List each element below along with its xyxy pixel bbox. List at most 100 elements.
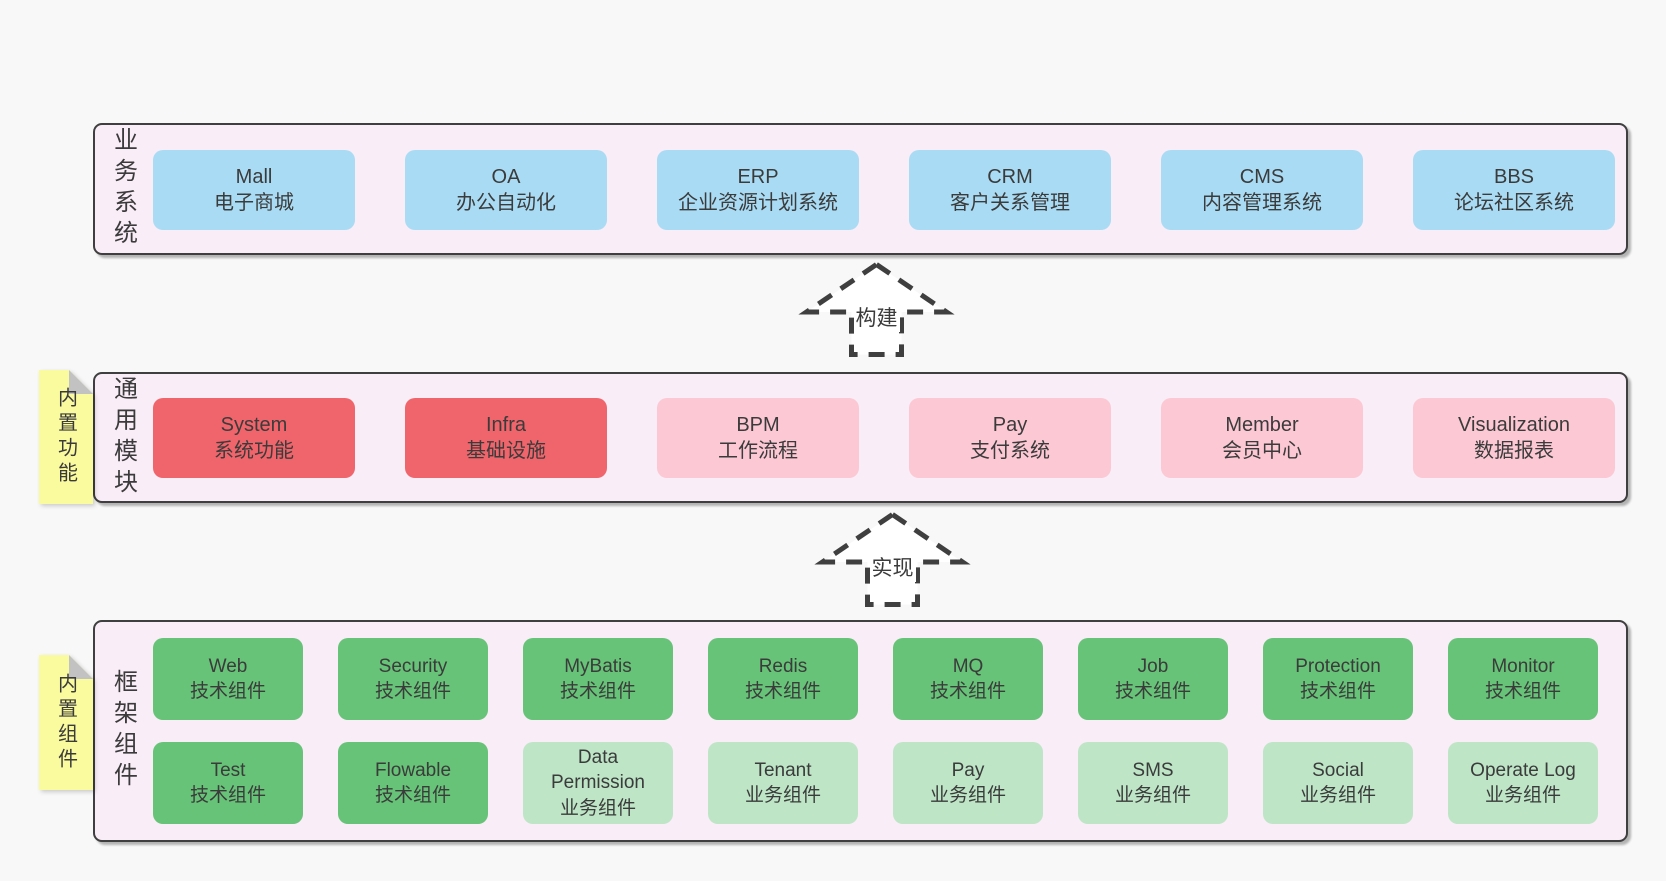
business-system-box-title: ERP: [737, 165, 779, 188]
framework-component-box-title: Social: [1312, 759, 1364, 781]
common-module-box-title: Member: [1225, 413, 1299, 436]
business-system-box-title: Mall: [235, 165, 273, 188]
framework-component-box-subtitle: 业务组件: [1484, 785, 1561, 806]
framework-component-box-subtitle: 业务组件: [744, 785, 821, 806]
business-system-box-title: OA: [491, 165, 521, 188]
section-label-business: 业务系统: [109, 127, 137, 251]
framework-component-box-subtitle: 技术组件: [1299, 681, 1376, 702]
framework-component-box: Redis 技术组件: [708, 638, 858, 720]
built-in-features-tab: 内置功能: [39, 370, 93, 504]
business-system-box-title: CMS: [1239, 165, 1285, 188]
common-module-box: Infra 基础设施: [405, 398, 607, 478]
framework-component-box-subtitle: 技术组件: [189, 681, 266, 702]
business-box-row: Mall 电子商城 OA 办公自动化 ERP 企业资源计划系统 CRM 客户关系管理 CMS 内容…: [153, 150, 1615, 230]
framework-component-box-title: Security: [378, 655, 448, 677]
framework-component-box: Test 技术组件: [153, 742, 303, 824]
business-system-box-subtitle: 电子商城: [214, 192, 294, 214]
framework-component-box-subtitle: 技术组件: [559, 681, 636, 702]
business-system-box: Mall 电子商城: [153, 150, 355, 230]
business-system-box-subtitle: 内容管理系统: [1202, 192, 1322, 214]
built-in-features-tab-label: 内置功能: [54, 387, 77, 487]
framework-component-box: Tenant 业务组件: [708, 742, 858, 824]
common-module-box-subtitle: 系统功能: [214, 440, 294, 462]
framework-component-box-title: MQ: [952, 655, 984, 677]
common-module-box-subtitle: 基础设施: [466, 440, 546, 462]
framework-component-box: MQ 技术组件: [893, 638, 1043, 720]
framework-component-box: Data Permission 业务组件: [523, 742, 673, 824]
common-module-box-subtitle: 会员中心: [1222, 440, 1302, 462]
common-module-box: Pay 支付系统: [909, 398, 1111, 478]
common-module-box: System 系统功能: [153, 398, 355, 478]
framework-component-box-title: Tenant: [754, 759, 812, 781]
framework-component-box: Social 业务组件: [1263, 742, 1413, 824]
framework-component-box-subtitle: 技术组件: [1484, 681, 1561, 702]
common-module-box-title: Infra: [485, 413, 527, 436]
modules-box-row: System 系统功能 Infra 基础设施 BPM 工作流程 Pay 支付系统 Member 会…: [153, 398, 1615, 478]
framework-component-box-subtitle: 技术组件: [1114, 681, 1191, 702]
section-label-modules: 通用模块: [109, 375, 137, 500]
business-system-box-subtitle: 企业资源计划系统: [678, 192, 838, 214]
business-system-box-subtitle: 办公自动化: [456, 192, 556, 214]
business-system-box: ERP 企业资源计划系统: [657, 150, 859, 230]
framework-component-box: Operate Log 业务组件: [1448, 742, 1598, 824]
framework-component-box: Flowable 技术组件: [338, 742, 488, 824]
business-system-box: CMS 内容管理系统: [1161, 150, 1363, 230]
framework-component-box-title: Operate Log: [1470, 759, 1576, 781]
framework-component-box-title: Web: [208, 655, 248, 677]
framework-component-box-subtitle: 技术组件: [929, 681, 1006, 702]
framework-component-box-title: MyBatis: [564, 655, 632, 677]
framework-component-box-title: Protection: [1295, 655, 1381, 677]
framework-component-box: Web 技术组件: [153, 638, 303, 720]
business-system-box-title: CRM: [987, 165, 1033, 188]
framework-component-box-subtitle: 业务组件: [1299, 785, 1376, 806]
business-system-box: CRM 客户关系管理: [909, 150, 1111, 230]
common-module-box-title: Pay: [992, 413, 1028, 436]
common-module-box-title: System: [220, 413, 288, 436]
framework-component-box-subtitle: 技术组件: [374, 681, 451, 702]
common-module-box-title: Visualization: [1458, 413, 1570, 436]
framework-component-box-subtitle: 业务组件: [1114, 785, 1191, 806]
business-system-box: BBS 论坛社区系统: [1413, 150, 1615, 230]
framework-component-box-title: Redis: [758, 655, 808, 677]
common-module-box-title: BPM: [736, 413, 780, 436]
framework-component-box-title: Data Permission: [551, 747, 645, 794]
framework-component-box-subtitle: 技术组件: [189, 785, 266, 806]
business-system-box-subtitle: 客户关系管理: [950, 192, 1070, 214]
built-in-components-tab: 内置组件: [39, 655, 93, 790]
section-common-modules: 通用模块 System 系统功能 Infra 基础设施 BPM 工作流程 Pay 支付系统 Me…: [93, 372, 1628, 503]
common-module-box: Member 会员中心: [1161, 398, 1363, 478]
business-system-box-title: BBS: [1493, 165, 1535, 188]
framework-component-box-title: Monitor: [1491, 655, 1555, 677]
framework-component-box-subtitle: 技术组件: [374, 785, 451, 806]
framework-component-box-subtitle: 业务组件: [929, 785, 1006, 806]
framework-component-box-subtitle: 技术组件: [744, 681, 821, 702]
implement-arrow-label: 实现: [869, 552, 916, 582]
framework-component-box-title: Pay: [951, 759, 985, 781]
implement-arrow: 实现: [814, 511, 971, 607]
build-arrow-label: 构建: [853, 302, 900, 332]
framework-component-box: Security 技术组件: [338, 638, 488, 720]
framework-component-box: MyBatis 技术组件: [523, 638, 673, 720]
framework-component-box-subtitle: 业务组件: [559, 797, 636, 819]
framework-component-box-title: Test: [210, 759, 246, 781]
framework-component-box: Protection 技术组件: [1263, 638, 1413, 720]
section-business-systems: 业务系统 Mall 电子商城 OA 办公自动化 ERP 企业资源计划系统 CRM 客户关系管理…: [93, 123, 1628, 255]
common-module-box: BPM 工作流程: [657, 398, 859, 478]
framework-component-box-title: Flowable: [374, 759, 452, 781]
common-module-box: Visualization 数据报表: [1413, 398, 1615, 478]
framework-component-box: Monitor 技术组件: [1448, 638, 1598, 720]
business-system-box-subtitle: 论坛社区系统: [1454, 192, 1574, 214]
common-module-box-subtitle: 支付系统: [970, 440, 1050, 462]
common-module-box-subtitle: 数据报表: [1474, 440, 1554, 462]
common-module-box-subtitle: 工作流程: [718, 440, 798, 462]
build-arrow: 构建: [798, 261, 955, 357]
framework-component-box-title: Job: [1137, 655, 1169, 677]
business-system-box: OA 办公自动化: [405, 150, 607, 230]
built-in-components-tab-label: 内置组件: [54, 672, 77, 773]
framework-component-box: Pay 业务组件: [893, 742, 1043, 824]
